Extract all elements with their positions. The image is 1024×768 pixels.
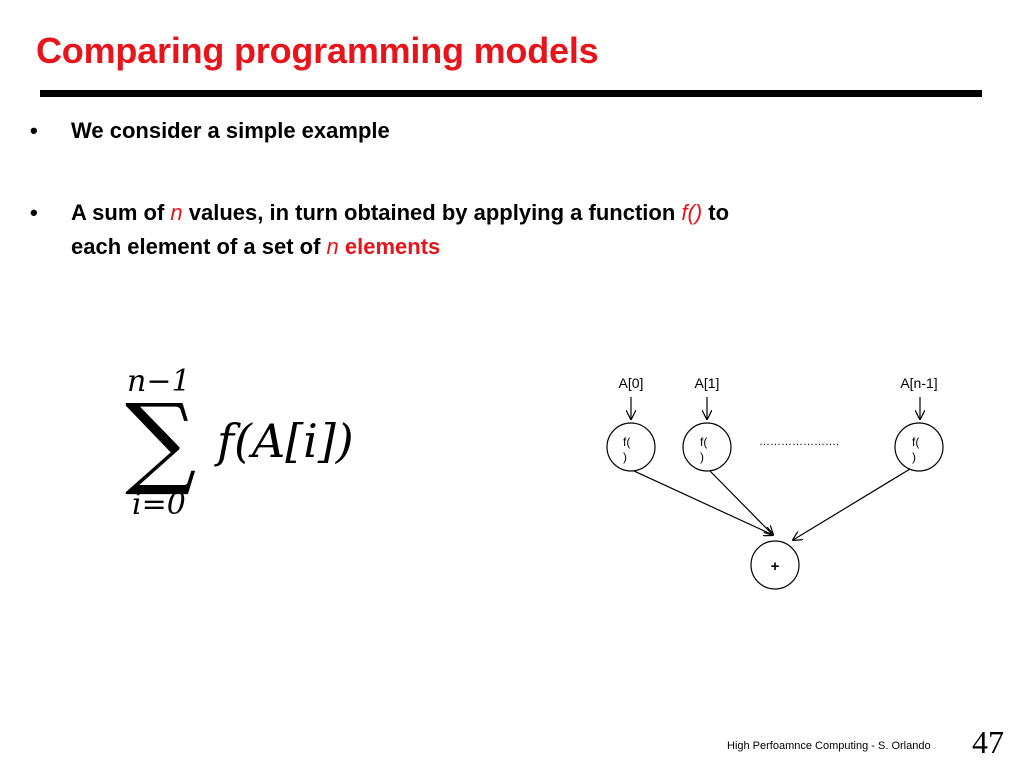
formula-upper-limit: n−1 (127, 364, 191, 399)
func-node-0-label-close: ) (623, 450, 627, 464)
bullet-2-n: n (170, 200, 183, 225)
input-label-a0: A[0] (619, 375, 644, 391)
formula-sigma: ∑ (125, 382, 196, 499)
edge-f0-sum (633, 470, 773, 535)
bullet-1-text: We consider a simple example (71, 118, 390, 143)
bullet-2-n2: n (326, 234, 339, 259)
input-label-a1: A[1] (695, 375, 720, 391)
ellipsis-dots: …………………. (759, 436, 839, 448)
formula-lower-limit: i=0 (132, 487, 186, 522)
bullet-2-line2-part1: each element of a set of (71, 234, 327, 259)
func-node-1-label-close: ) (700, 450, 704, 464)
slide-title: Comparing programming models (36, 30, 599, 71)
edge-f1-sum (709, 470, 773, 535)
func-node-2-label-close: ) (912, 450, 916, 464)
bullet-2-text: A sum of n values, in turn obtained by a… (71, 196, 971, 264)
bullet-dot: • (30, 118, 38, 143)
bullet-2-func: f() (681, 200, 703, 225)
func-node-2 (894, 422, 944, 472)
func-node-1-label: f( (700, 435, 707, 449)
sum-node-label: + (771, 558, 780, 575)
func-node-0-label: f( (623, 435, 630, 449)
formula-body: f(A[i]) (214, 414, 354, 468)
sum-formula: n−1 ∑ f(A[i]) i=0 (125, 364, 354, 522)
bullet-2-part3: to (702, 200, 730, 225)
bullet-2-line2-part2: elements (338, 234, 441, 259)
bullet-dot: • (30, 200, 38, 225)
footer-text: High Perfoamnce Computing - S. Orlando (727, 740, 931, 752)
func-node-1 (682, 422, 732, 472)
func-node-0 (606, 422, 656, 472)
reduction-diagram: A[0] A[1] A[n-1] f( ) f( ) f( ) ………………….… (606, 375, 944, 590)
bullet-2-part1: A sum of (71, 200, 171, 225)
sum-node (750, 540, 800, 590)
title-divider (40, 90, 982, 97)
func-node-2-label: f( (912, 435, 919, 449)
edge-fn-sum (793, 468, 911, 540)
page-number: 47 (972, 724, 1004, 760)
bullet-2-part2: values, in turn obtained by applying a f… (182, 200, 682, 225)
input-label-an1: A[n-1] (900, 375, 937, 391)
